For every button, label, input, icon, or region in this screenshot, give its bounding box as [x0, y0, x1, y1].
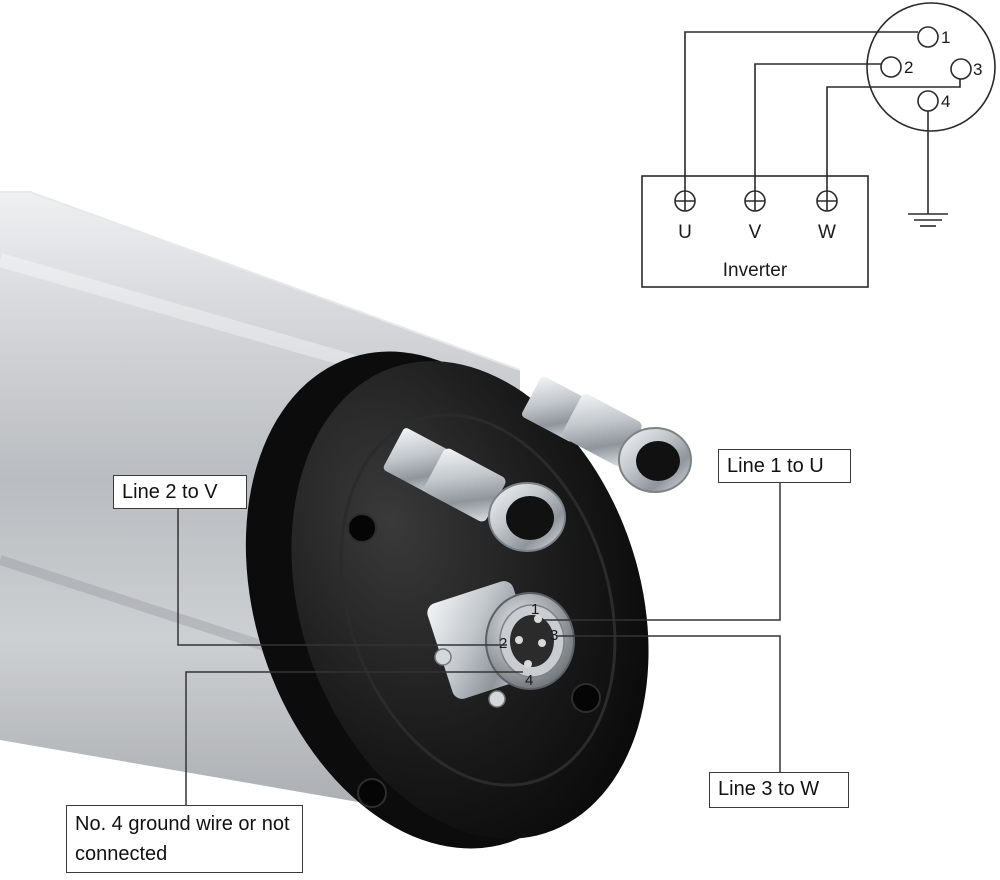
wire-pin1-u	[684, 31, 918, 191]
coolant-fitting-front	[383, 428, 566, 552]
connector-pin-2	[515, 636, 523, 644]
socket-pin-label: 4	[941, 92, 950, 111]
callout-ground: No. 4 ground wire or not connected	[66, 805, 303, 873]
connector-pin-3	[538, 639, 546, 647]
aviation-connector	[427, 581, 575, 708]
connector-pin-1	[534, 615, 542, 623]
connector-pin-label: 1	[531, 601, 539, 618]
terminal-label-w: W	[818, 222, 836, 243]
terminal-w-icon	[816, 190, 838, 212]
mount-hole	[571, 683, 601, 713]
terminal-u-icon	[674, 190, 696, 212]
socket-outline	[866, 2, 996, 132]
leader-line3	[557, 635, 781, 772]
socket-pin-label: 3	[973, 60, 982, 79]
connector-pin-label: 3	[550, 627, 558, 644]
ground-icon	[908, 213, 948, 227]
socket-pin-label: 1	[941, 28, 950, 47]
wire-pin2-v	[754, 63, 881, 191]
wiring-schematic	[641, 2, 996, 288]
connector-pin-label: 4	[525, 672, 533, 689]
callout-line1: Line 1 to U	[718, 449, 851, 483]
terminal-label-u: U	[678, 222, 692, 243]
socket-pin-2	[880, 56, 902, 78]
callout-leaders	[177, 483, 781, 805]
leader-line1	[542, 483, 781, 621]
socket-pin-3	[950, 58, 972, 80]
callout-line2: Line 2 to V	[113, 475, 247, 509]
connector-pin-4	[524, 660, 532, 668]
mount-hole	[347, 513, 377, 543]
inverter-label: Inverter	[723, 260, 788, 281]
socket-pin-4	[917, 90, 939, 112]
socket-pin-1	[917, 26, 939, 48]
terminal-v-icon	[744, 190, 766, 212]
mount-hole	[357, 778, 387, 808]
socket-pin-label: 2	[904, 58, 913, 77]
terminal-label-v: V	[749, 222, 762, 243]
connector-pin-label: 2	[499, 635, 507, 652]
coolant-fitting-back	[522, 376, 692, 493]
leader-ground	[185, 671, 523, 805]
leader-line2	[177, 508, 507, 646]
wire-pin3-w	[826, 79, 961, 191]
callout-line3: Line 3 to W	[709, 772, 849, 808]
